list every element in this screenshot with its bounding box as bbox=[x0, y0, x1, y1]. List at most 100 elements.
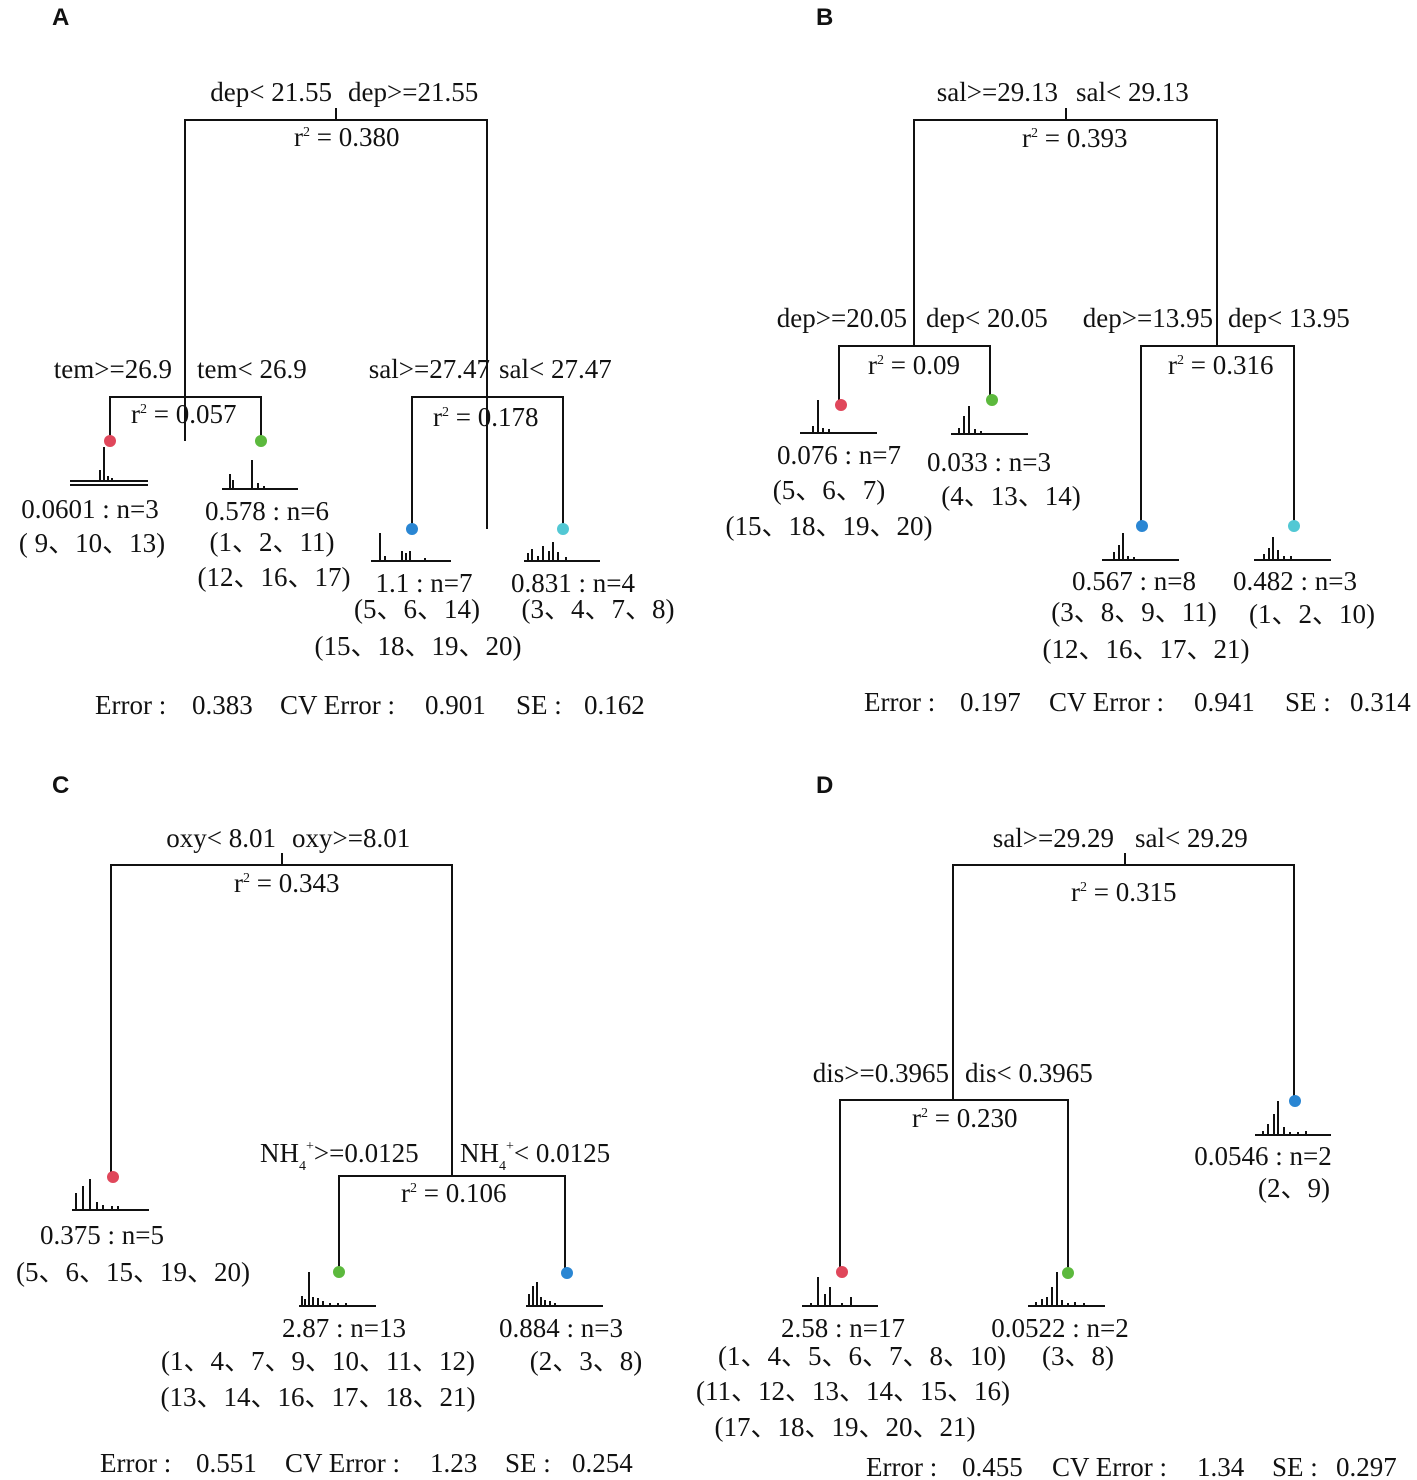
panel-d: D sal>=29.29 sal< 29.29 r2 = 0.315 dis>=… bbox=[696, 772, 1397, 1480]
leaf-histogram-a-3 bbox=[371, 533, 451, 562]
split-label-c-right: NH4+< 0.0125 bbox=[460, 1138, 610, 1174]
cv-error-value-d: 1.34 bbox=[1197, 1452, 1245, 1480]
split-label-b-right-left: dep>=13.95 bbox=[1083, 303, 1213, 333]
leaf-histogram-d-2 bbox=[1028, 1272, 1105, 1307]
se-value-b: 0.314 bbox=[1350, 687, 1411, 717]
panel-b: B sal>=29.13 sal< 29.13 r2 = 0.393 dep>=… bbox=[726, 4, 1412, 717]
leaf-value-a-3: 1.1 : n=7 bbox=[376, 568, 473, 598]
leaf-marker-c-2 bbox=[333, 1266, 345, 1278]
split-label-b-left-right: dep< 20.05 bbox=[926, 303, 1048, 333]
leaf-sites-b-1-line2: (15、18、19、20) bbox=[726, 511, 933, 541]
leaf-sites-c-2-line1: (1、4、7、9、10、11、12) bbox=[161, 1346, 475, 1376]
tree-edges-d bbox=[839, 853, 1295, 1272]
leaf-marker-c-3 bbox=[561, 1267, 573, 1279]
leaf-sites-c-1: (5、6、15、19、20) bbox=[16, 1257, 250, 1287]
leaf-sites-b-3-line2: (12、16、17、21) bbox=[1043, 634, 1250, 664]
r2-a-root: r2 = 0.380 bbox=[294, 122, 399, 152]
split-label-b-left-left: dep>=20.05 bbox=[777, 303, 907, 333]
leaf-histogram-d-3 bbox=[1255, 1101, 1331, 1136]
leaf-marker-b-4 bbox=[1288, 520, 1300, 532]
se-value-c: 0.254 bbox=[572, 1448, 633, 1478]
leaf-value-b-4: 0.482 : n=3 bbox=[1233, 566, 1357, 596]
leaf-sites-a-3-line2: (15、18、19、20) bbox=[315, 631, 522, 661]
error-label-b: Error : bbox=[864, 687, 935, 717]
leaf-value-a-1: 0.0601 : n=3 bbox=[21, 494, 158, 524]
se-label-d: SE : bbox=[1272, 1452, 1318, 1480]
panel-label-d: D bbox=[816, 772, 833, 799]
leaf-sites-c-2-line2: (13、14、16、17、18、21) bbox=[161, 1382, 476, 1412]
leaf-sites-d-1-line2: (11、12、13、14、15、16) bbox=[696, 1376, 1010, 1406]
tree-edges-c bbox=[110, 853, 566, 1272]
error-summary-b: Error : 0.197 CV Error : 0.941 SE : 0.31… bbox=[864, 687, 1411, 717]
se-label-a: SE : bbox=[516, 690, 562, 720]
leaf-marker-b-3 bbox=[1136, 520, 1148, 532]
r2-c-root: r2 = 0.343 bbox=[234, 868, 339, 898]
error-value-d: 0.455 bbox=[962, 1452, 1023, 1480]
r2-c-split: r2 = 0.106 bbox=[401, 1178, 506, 1208]
error-summary-c: Error : 0.551 CV Error : 1.23 SE : 0.254 bbox=[100, 1448, 633, 1478]
leaf-value-b-3: 0.567 : n=8 bbox=[1072, 566, 1196, 596]
split-label-a-root-right: dep>=21.55 bbox=[348, 77, 478, 107]
cv-error-value-c: 1.23 bbox=[430, 1448, 477, 1478]
leaf-marker-d-2 bbox=[1062, 1267, 1074, 1279]
cv-error-value-b: 0.941 bbox=[1194, 687, 1255, 717]
leaf-sites-c-3: (2、3、8) bbox=[530, 1346, 642, 1376]
leaf-histogram-c-1 bbox=[72, 1179, 149, 1211]
leaf-value-c-1: 0.375 : n=5 bbox=[40, 1220, 164, 1250]
leaf-sites-a-4: (3、4、7、8) bbox=[522, 594, 675, 624]
leaf-histogram-a-4 bbox=[524, 542, 600, 562]
split-label-a-right-left: sal>=27.47 bbox=[369, 354, 490, 384]
split-label-b-root-left: sal>=29.13 bbox=[937, 77, 1058, 107]
leaf-marker-c-1 bbox=[107, 1171, 119, 1183]
leaf-value-a-4: 0.831 : n=4 bbox=[511, 568, 635, 598]
leaf-marker-a-2 bbox=[255, 435, 267, 447]
error-summary-d: Error : 0.455 CV Error : 1.34 SE : 0.297 bbox=[866, 1452, 1397, 1480]
panel-a: A dep< 21.55 dep>=21.55 r2 = 0.380 tem>=… bbox=[19, 4, 675, 720]
leaf-marker-d-1 bbox=[836, 1266, 848, 1278]
split-label-c-root-right: oxy>=8.01 bbox=[292, 823, 410, 853]
se-label-b: SE : bbox=[1285, 687, 1331, 717]
tree-edges-a bbox=[109, 108, 564, 529]
leaf-sites-d-2: (3、8) bbox=[1042, 1341, 1114, 1371]
leaf-marker-a-3 bbox=[406, 523, 418, 535]
split-label-d-right: dis< 0.3965 bbox=[965, 1058, 1093, 1088]
leaf-sites-b-2: (4、13、14) bbox=[941, 481, 1080, 511]
cv-error-label-a: CV Error : bbox=[280, 690, 395, 720]
leaf-value-d-3: 0.0546 : n=2 bbox=[1194, 1141, 1331, 1171]
tree-edges-b bbox=[838, 108, 1295, 526]
leaf-marker-b-1 bbox=[835, 399, 847, 411]
cv-error-label-c: CV Error : bbox=[285, 1448, 400, 1478]
leaf-marker-d-3 bbox=[1289, 1095, 1301, 1107]
leaf-sites-b-3-line1: (3、8、9、11) bbox=[1051, 597, 1216, 627]
leaf-histogram-b-3 bbox=[1102, 533, 1179, 561]
se-value-d: 0.297 bbox=[1336, 1452, 1397, 1480]
leaf-value-d-1: 2.58 : n=17 bbox=[781, 1313, 905, 1343]
split-label-d-root-left: sal>=29.29 bbox=[993, 823, 1114, 853]
split-label-a-left-right: tem< 26.9 bbox=[197, 354, 307, 384]
leaf-histogram-b-4 bbox=[1254, 537, 1331, 561]
split-label-d-left: dis>=0.3965 bbox=[813, 1058, 949, 1088]
leaf-histogram-a-2 bbox=[222, 460, 298, 490]
error-value-a: 0.383 bbox=[192, 690, 253, 720]
cv-error-label-b: CV Error : bbox=[1049, 687, 1164, 717]
leaf-sites-d-1-line3: (17、18、19、20、21) bbox=[715, 1412, 976, 1442]
panel-label-c: C bbox=[52, 772, 69, 799]
leaf-histogram-b-1 bbox=[800, 400, 877, 434]
leaf-sites-d-3: (2、9) bbox=[1258, 1173, 1330, 1203]
leaf-value-c-2: 2.87 : n=13 bbox=[282, 1313, 406, 1343]
leaf-marker-a-1 bbox=[104, 435, 116, 447]
r2-d-root: r2 = 0.315 bbox=[1071, 877, 1176, 907]
error-value-c: 0.551 bbox=[196, 1448, 257, 1478]
panel-label-b: B bbox=[816, 4, 833, 31]
r2-a-left: r2 = 0.057 bbox=[131, 399, 236, 429]
leaf-histogram-b-2 bbox=[951, 406, 1028, 435]
se-value-a: 0.162 bbox=[584, 690, 645, 720]
leaf-sites-a-2-line2: (12、16、17) bbox=[198, 562, 351, 592]
r2-b-left: r2 = 0.09 bbox=[868, 350, 960, 380]
split-label-a-root-left: dep< 21.55 bbox=[210, 77, 332, 107]
error-label-c: Error : bbox=[100, 1448, 171, 1478]
leaf-sites-b-1-line1: (5、6、7) bbox=[773, 475, 885, 505]
leaf-value-d-2: 0.0522 : n=2 bbox=[991, 1313, 1128, 1343]
r2-a-right: r2 = 0.178 bbox=[433, 402, 538, 432]
